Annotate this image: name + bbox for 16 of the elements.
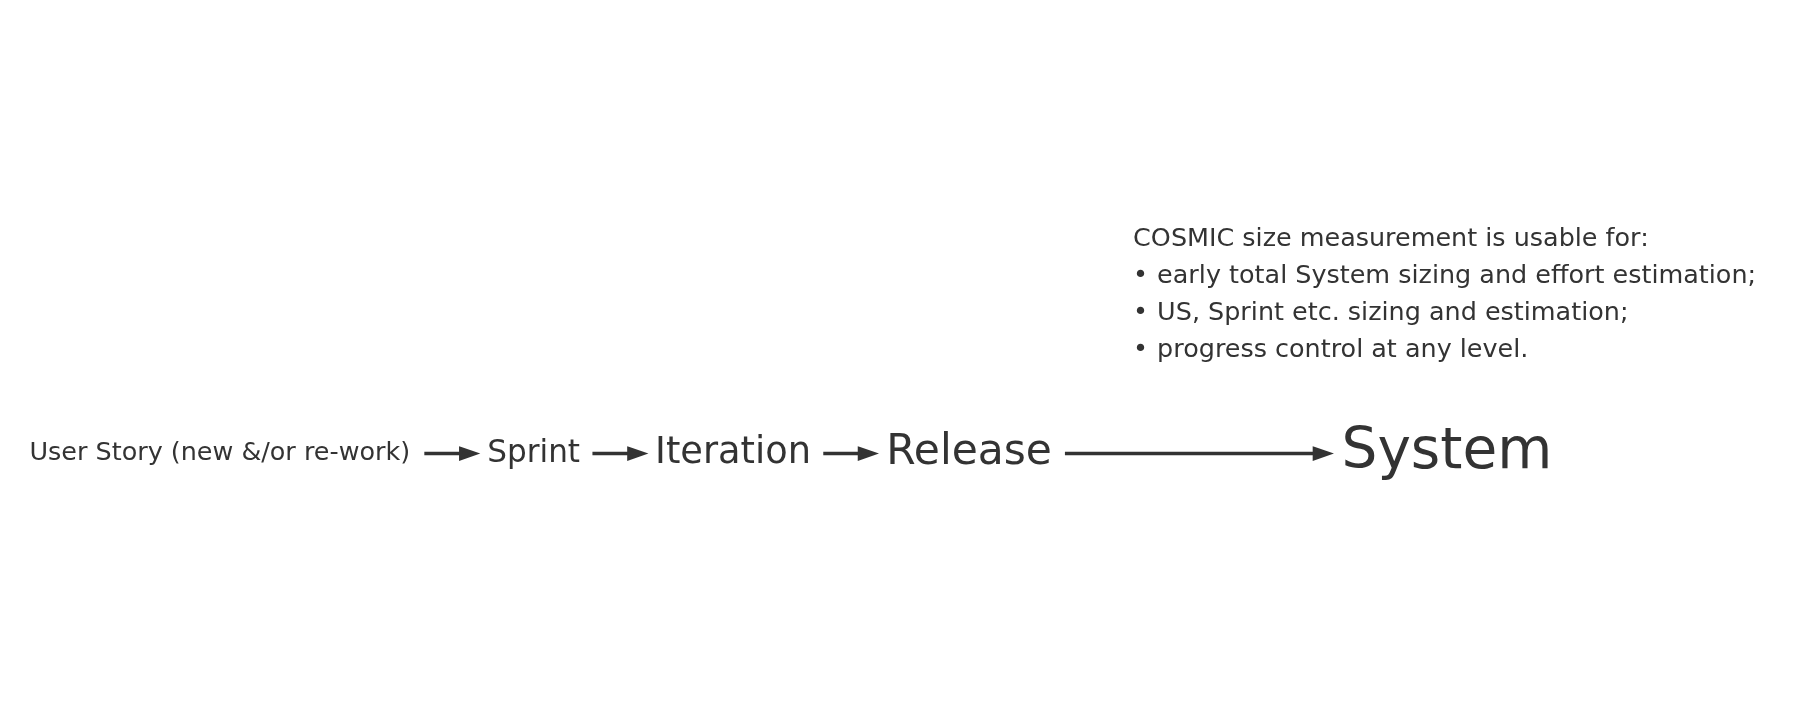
arrow — [423, 446, 480, 461]
label: • — [1132, 259, 1148, 290]
label: early total System sizing and effort estimation; — [1156, 259, 1756, 290]
arrow — [1064, 446, 1334, 461]
label: • — [1132, 332, 1148, 363]
label: progress control at any level. — [1156, 332, 1528, 363]
node-text: User Story (new &/or re-work) — [28, 435, 410, 466]
node-text: Iteration — [654, 428, 811, 472]
node-text: Sprint — [486, 432, 580, 469]
label: COSMIC size measurement is usable for: — [1132, 222, 1649, 253]
node-text: Release — [885, 425, 1052, 475]
node-text: System — [1341, 415, 1552, 481]
label: • — [1132, 295, 1148, 326]
arrow — [591, 446, 648, 461]
label: US, Sprint etc. sizing and estimation; — [1156, 295, 1629, 326]
arrow — [822, 446, 879, 461]
